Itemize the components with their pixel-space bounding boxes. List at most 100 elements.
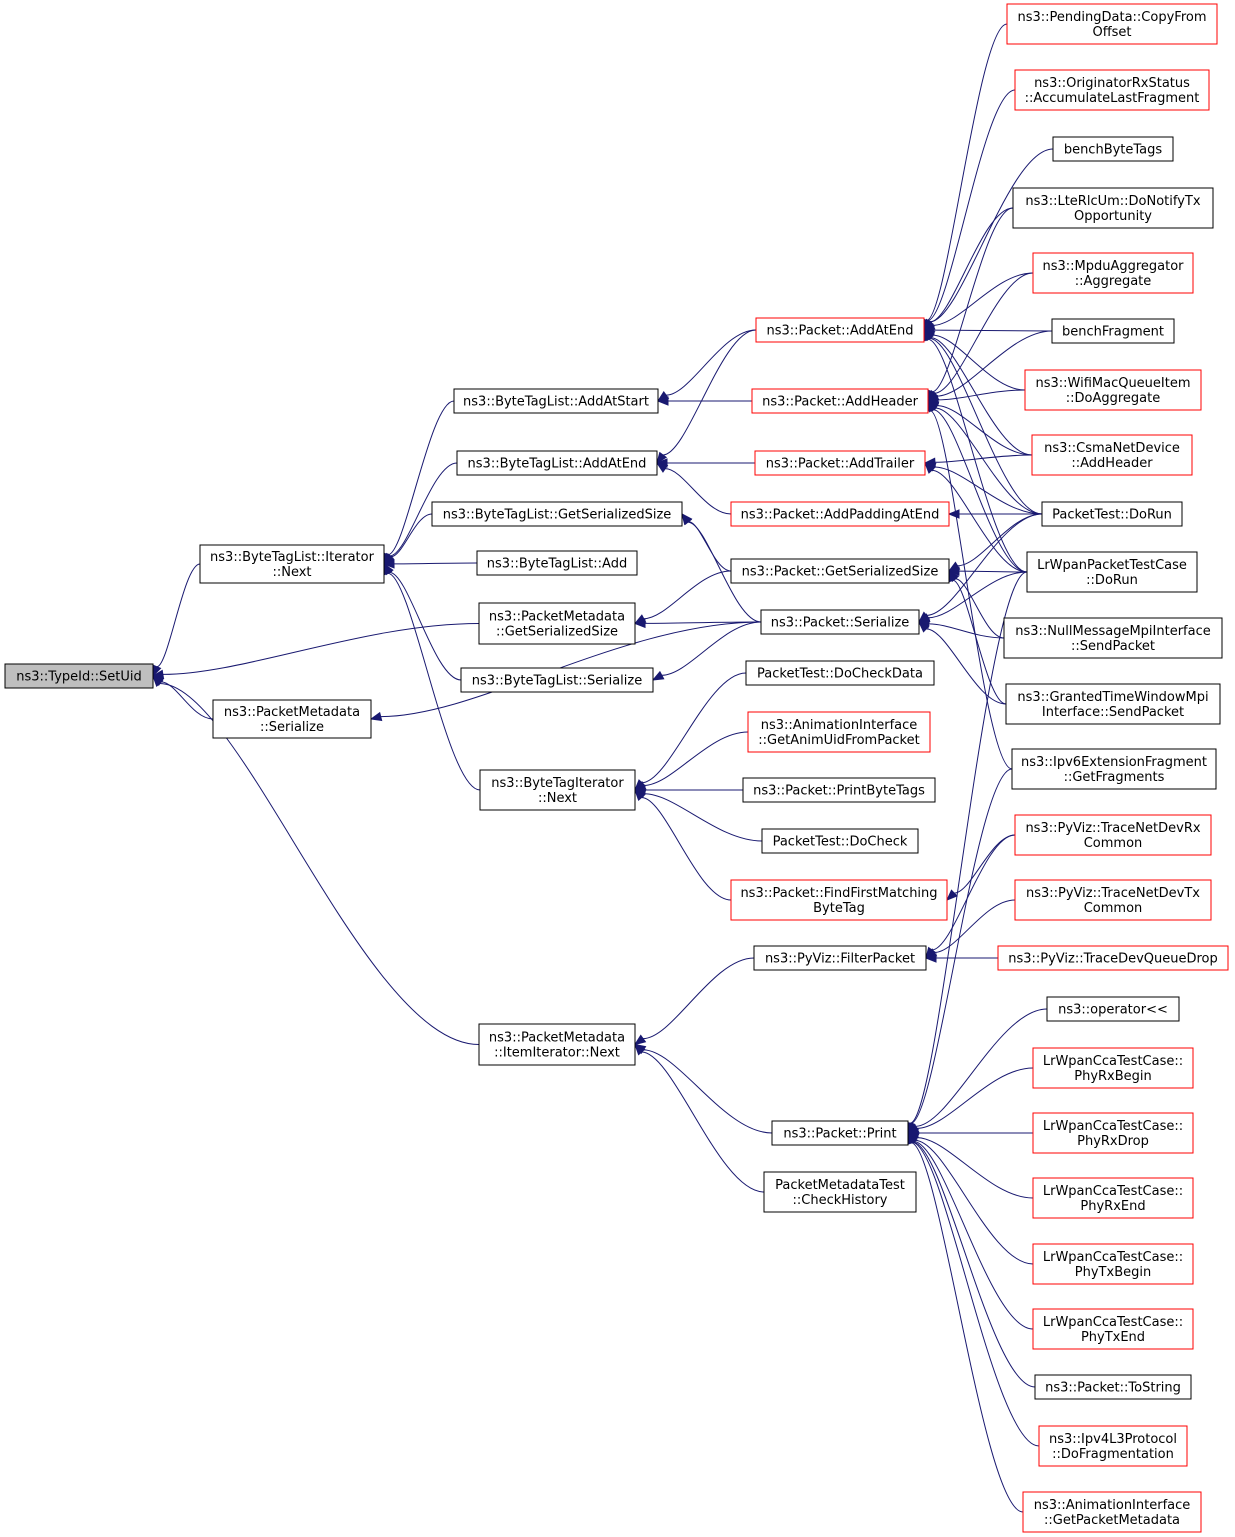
node-label-line: ns3::ByteTagIterator (491, 776, 624, 791)
node-box (1012, 187, 1214, 229)
edge-n34-to-n13 (924, 462, 1028, 573)
edge-line (665, 468, 732, 515)
animationinterface-getanimuidfrompacket-node[interactable]: ns3::AnimationInterface::GetAnimUidFromP… (747, 711, 931, 753)
nullmessagempiinterface-sendpacket-node[interactable]: ns3::NullMessageMpiInterface::SendPacket (1003, 617, 1223, 659)
lrwpancca-phytxbegin-node[interactable]: LrWpanCcaTestCase::PhyTxBegin (1032, 1243, 1194, 1285)
packetmetadata-serialize-node[interactable]: ns3::PacketMetadata::Serialize (212, 699, 372, 739)
lrwpancca-phyrxbegin-node[interactable]: LrWpanCcaTestCase::PhyRxBegin (1032, 1047, 1194, 1089)
node-label-line: Common (1084, 836, 1143, 851)
edge-line (641, 672, 747, 784)
node-label-line: ns3::PyViz::TraceNetDevTx (1026, 886, 1200, 901)
edge-line (933, 329, 1053, 332)
packetmetadatatest-checkhistory-node[interactable]: PacketMetadataTest::CheckHistory (763, 1171, 917, 1213)
node-box (742, 777, 936, 803)
node-label-line: PhyRxBegin (1074, 1069, 1152, 1084)
edge-line (913, 1140, 1034, 1330)
packettest-docheck-node[interactable]: PacketTest::DoCheck (761, 828, 919, 854)
benchbytetags-node[interactable]: benchByteTags (1052, 136, 1174, 162)
node-label-line: ns3::OriginatorRxStatus (1034, 76, 1190, 91)
benchfragment-node[interactable]: benchFragment (1051, 318, 1175, 344)
edge-arrowhead (656, 396, 669, 406)
edge-arrowhead (924, 462, 936, 474)
packet-printbytetags-node[interactable]: ns3::Packet::PrintByteTags (742, 777, 936, 803)
packet-serialize-node[interactable]: ns3::Packet::Serialize (760, 609, 920, 635)
ipv4l3protocol-dofragmentation-node[interactable]: ns3::Ipv4L3Protocol::DoFragmentation (1038, 1425, 1188, 1467)
edge-n30-to-n11 (922, 325, 1053, 335)
bytetagiterator-next-node[interactable]: ns3::ByteTagIterator::Next (479, 769, 636, 811)
node-box (478, 1023, 636, 1066)
packettest-dorun-node[interactable]: PacketTest::DoRun (1041, 501, 1183, 527)
packet-tostring-node[interactable]: ns3::Packet::ToString (1034, 1374, 1192, 1400)
mpduaggregator-aggregate-node[interactable]: ns3::MpduAggregator::Aggregate (1032, 252, 1194, 294)
node-label-line: ::Serialize (260, 720, 324, 735)
bytetaglist-add-node[interactable]: ns3::ByteTagList::Add (476, 550, 638, 576)
edge-n1-to-n0 (152, 563, 201, 678)
edge-arrowhead (947, 566, 960, 576)
bytetaglist-addatstart-node[interactable]: ns3::ByteTagList::AddAtStart (453, 388, 659, 414)
grantedtimewindowmpiinterface-sendpacket-node[interactable]: ns3::GrantedTimeWindowMpiInterface::Send… (1005, 683, 1221, 725)
packetmetadata-itemiterator-next-node[interactable]: ns3::PacketMetadata::ItemIterator::Next (478, 1023, 636, 1066)
edge-line (935, 407, 1043, 515)
animationinterface-getpacketmetadata-node[interactable]: ns3::AnimationInterface::GetPacketMetada… (1022, 1491, 1202, 1533)
edge-n24-to-n3 (634, 1043, 765, 1193)
edge-line (928, 571, 1028, 619)
bytetaglist-iterator-next-node[interactable]: ns3::ByteTagList::Iterator::Next (199, 544, 385, 584)
lrwpancca-phytxend-node[interactable]: LrWpanCcaTestCase::PhyTxEnd (1032, 1308, 1194, 1350)
operator-stream-node[interactable]: ns3::operator<< (1046, 996, 1180, 1022)
edge-n33-to-n14 (947, 509, 1043, 519)
wifimacqueueitem-doaggregate-node[interactable]: ns3::WifiMacQueueItem::DoAggregate (1024, 369, 1202, 411)
packettest-docheckdata-node[interactable]: PacketTest::DoCheckData (745, 660, 935, 686)
originatorrxstatus-accumulatelastfragment-node[interactable]: ns3::OriginatorRxStatus::AccumulateLastF… (1014, 69, 1210, 111)
ipv6extensionfragment-getfragments-node[interactable]: ns3::Ipv6ExtensionFragment::GetFragments (1011, 748, 1217, 790)
node-label-line: ns3::Ipv6ExtensionFragment (1021, 755, 1207, 770)
node-box (747, 711, 931, 753)
packet-addtrailer-node[interactable]: ns3::Packet::AddTrailer (754, 450, 926, 476)
node-box (1014, 879, 1212, 921)
pyviz-tracedevqueuedrop-node[interactable]: ns3::PyViz::TraceDevQueueDrop (997, 945, 1229, 971)
node-box (1005, 683, 1221, 725)
csmanetdevice-addheader-node[interactable]: ns3::CsmaNetDevice::AddHeader (1031, 434, 1193, 476)
bytetaglist-getserializedsize-node[interactable]: ns3::ByteTagList::GetSerializedSize (431, 501, 683, 527)
node-box (1032, 1047, 1194, 1089)
edge-n7-to-n1 (382, 559, 478, 569)
edge-line (643, 570, 732, 620)
edge-line (661, 621, 762, 676)
edge-n15-to-n8 (633, 570, 732, 625)
edge-n40-to-n22 (924, 953, 999, 963)
pyviz-filterpacket-node[interactable]: ns3::PyViz::FilterPacket (753, 945, 927, 971)
packet-addpaddingatend-node[interactable]: ns3::Packet::AddPaddingAtEnd (730, 501, 950, 527)
node-label-line: ns3::PendingData::CopyFrom (1018, 10, 1207, 25)
edge-line (926, 23, 1008, 321)
bytetaglist-serialize-node[interactable]: ns3::ByteTagList::Serialize (460, 667, 654, 693)
node-box (730, 501, 950, 527)
edge-line (688, 521, 732, 572)
node-label-line: ::DoAggregate (1066, 391, 1161, 406)
node-label-line: ByteTag (813, 901, 865, 916)
edge-n49-to-n23 (906, 1131, 1024, 1513)
root-node[interactable]: ns3::TypeId::SetUid (4, 663, 154, 689)
node-label-line: ns3::ByteTagList::GetSerializedSize (443, 508, 672, 523)
edge-n33-to-n12 (927, 400, 1043, 515)
packet-addheader-node[interactable]: ns3::Packet::AddHeader (751, 388, 929, 414)
lrwpancca-phyrxend-node[interactable]: LrWpanCcaTestCase::PhyRxEnd (1032, 1177, 1194, 1219)
edge-line (929, 410, 1013, 770)
lrwpancca-phyrxdrop-node[interactable]: LrWpanCcaTestCase::PhyRxDrop (1032, 1112, 1194, 1154)
edge-n2-to-n0 (151, 675, 214, 720)
bytetaglist-addatend-node[interactable]: ns3::ByteTagList::AddAtEnd (456, 450, 658, 476)
lrwpanpackettestcase-dorun-node[interactable]: LrWpanPacketTestCase::DoRun (1026, 551, 1198, 593)
edge-arrowhead (946, 889, 958, 901)
packet-getserializedsize-node[interactable]: ns3::Packet::GetSerializedSize (730, 558, 950, 584)
edge-n6-to-n1 (383, 513, 433, 565)
node-box (1031, 434, 1193, 476)
packetmetadata-getserializedsize-node[interactable]: ns3::PacketMetadata::GetSerializedSize (478, 602, 636, 645)
node-label-line: ::GetAnimUidFromPacket (758, 733, 919, 748)
packet-addatend-node[interactable]: ns3::Packet::AddAtEnd (755, 317, 925, 343)
edge-n36-to-n15 (948, 569, 1007, 705)
node-box (730, 558, 950, 584)
packet-print-node[interactable]: ns3::Packet::Print (771, 1120, 909, 1146)
